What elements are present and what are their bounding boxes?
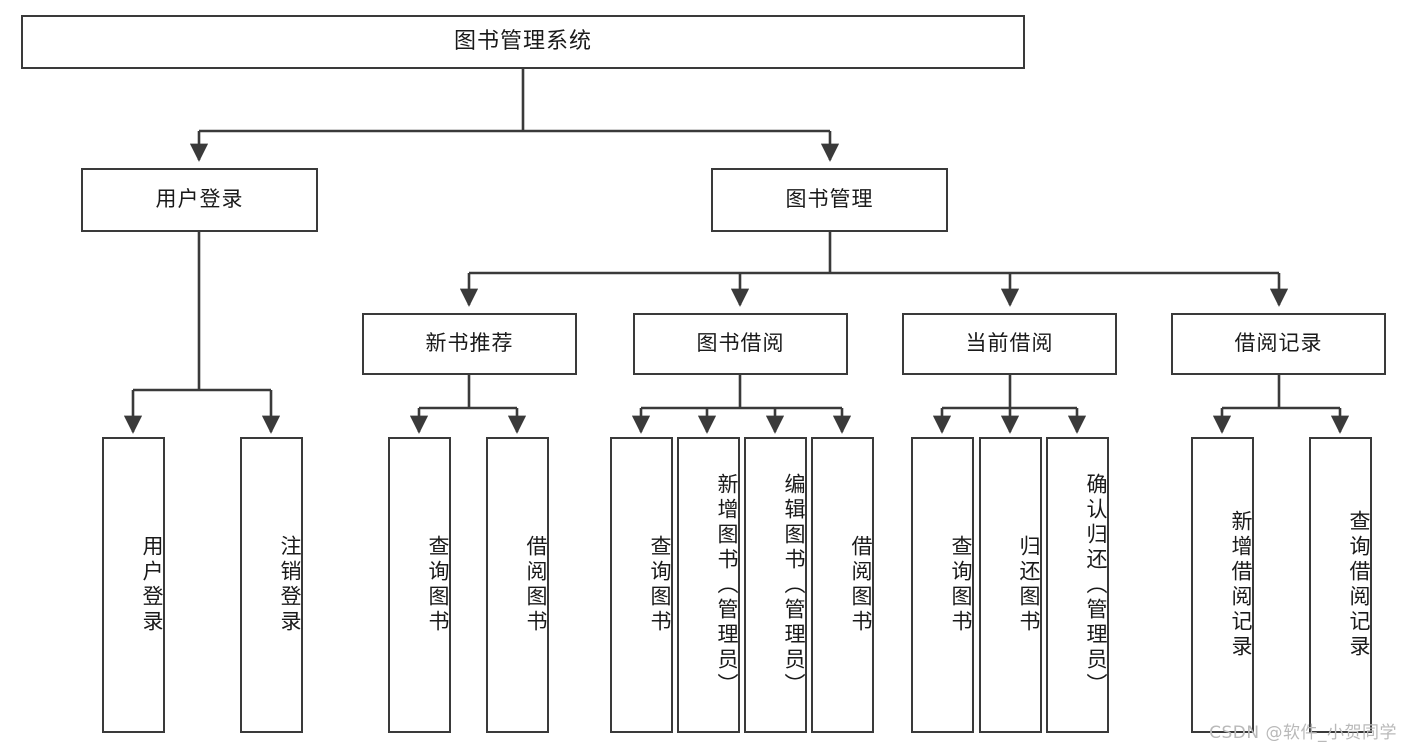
node-label: 图书管理系统 xyxy=(453,28,592,54)
node-label: 注销登录 xyxy=(278,535,302,635)
node-label: 图书借阅 xyxy=(696,331,785,356)
node-label: 借阅记录 xyxy=(1234,331,1323,356)
node-label: 查询借阅记录 xyxy=(1347,510,1371,660)
node-label: 借阅图书 xyxy=(849,535,873,635)
node-label: 当前借阅 xyxy=(965,331,1054,356)
node-label: 用户登录 xyxy=(140,535,164,635)
node-label: 图书管理 xyxy=(785,187,874,212)
node-label: 新增图书（管理员） xyxy=(715,472,739,698)
leaf-current-borrow-return[interactable]: 归还图书 xyxy=(979,437,1042,733)
node-book-borrow[interactable]: 图书借阅 xyxy=(633,313,848,375)
node-current-borrow[interactable]: 当前借阅 xyxy=(902,313,1117,375)
leaf-book-borrow-borrow[interactable]: 借阅图书 xyxy=(811,437,874,733)
node-new-book-recommend[interactable]: 新书推荐 xyxy=(362,313,577,375)
node-label: 确认归还（管理员） xyxy=(1084,472,1108,698)
node-label: 借阅图书 xyxy=(524,535,548,635)
leaf-new-book-query[interactable]: 查询图书 xyxy=(388,437,451,733)
node-root-system[interactable]: 图书管理系统 xyxy=(21,15,1025,69)
leaf-user-login-logout[interactable]: 注销登录 xyxy=(240,437,303,733)
leaf-current-borrow-query[interactable]: 查询图书 xyxy=(911,437,974,733)
node-label: 新书推荐 xyxy=(425,331,514,356)
leaf-borrow-record-query[interactable]: 查询借阅记录 xyxy=(1309,437,1372,733)
node-book-management[interactable]: 图书管理 xyxy=(711,168,948,232)
leaf-book-borrow-add[interactable]: 新增图书（管理员） xyxy=(677,437,740,733)
node-label: 查询图书 xyxy=(426,535,450,635)
csdn-watermark: CSDN @软件_小贺同学 xyxy=(1209,723,1397,743)
leaf-current-borrow-confirm-return[interactable]: 确认归还（管理员） xyxy=(1046,437,1109,733)
leaf-user-login-login[interactable]: 用户登录 xyxy=(102,437,165,733)
node-borrow-record[interactable]: 借阅记录 xyxy=(1171,313,1386,375)
node-label: 查询图书 xyxy=(648,535,672,635)
node-label: 新增借阅记录 xyxy=(1229,510,1253,660)
node-label: 用户登录 xyxy=(155,187,244,212)
leaf-book-borrow-edit[interactable]: 编辑图书（管理员） xyxy=(744,437,807,733)
node-label: 编辑图书（管理员） xyxy=(782,472,806,698)
node-label: 归还图书 xyxy=(1017,535,1041,635)
leaf-new-book-borrow[interactable]: 借阅图书 xyxy=(486,437,549,733)
node-label: 查询图书 xyxy=(949,535,973,635)
node-user-login[interactable]: 用户登录 xyxy=(81,168,318,232)
leaf-book-borrow-query[interactable]: 查询图书 xyxy=(610,437,673,733)
leaf-borrow-record-add[interactable]: 新增借阅记录 xyxy=(1191,437,1254,733)
